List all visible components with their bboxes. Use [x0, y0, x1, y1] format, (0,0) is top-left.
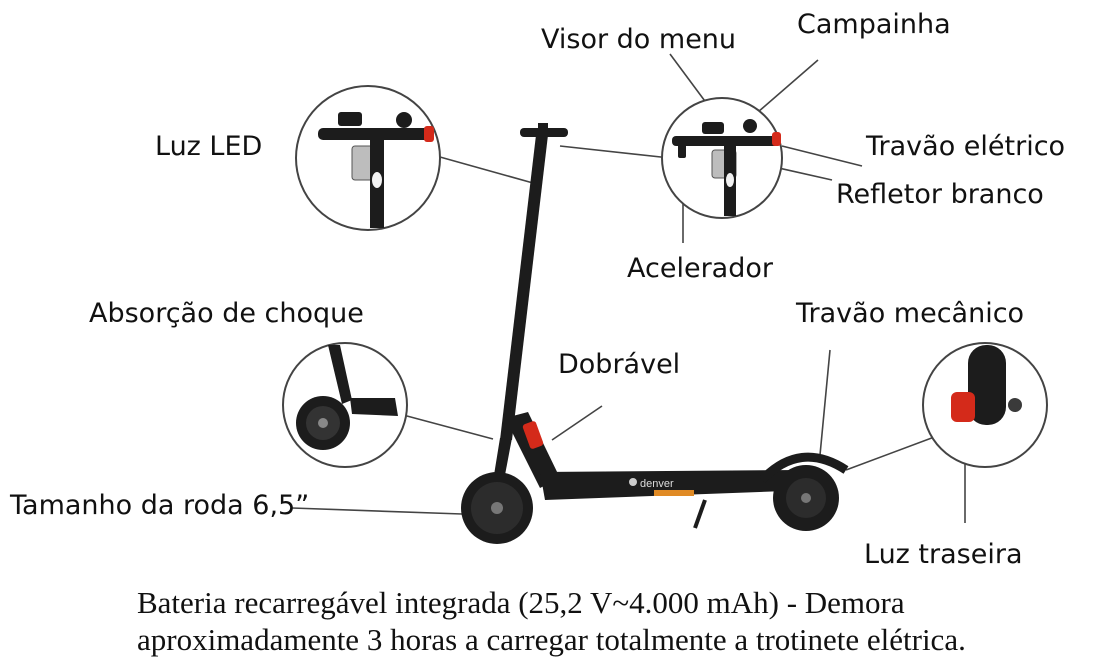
detail-axle [1008, 398, 1022, 412]
detail-bell [396, 112, 412, 128]
label-foldable: Dobrável [558, 349, 681, 380]
leader-line-led [439, 156, 534, 184]
callout-rear-light [922, 342, 1048, 468]
rear-fender [758, 452, 849, 484]
detail-deck [350, 398, 398, 416]
label-shock-absorption: Absorção de choque [89, 298, 364, 329]
callout-shock-absorption [282, 342, 408, 468]
detail-handlebar [318, 128, 430, 140]
leader-line-shock [391, 411, 494, 440]
callout-handlebar [661, 97, 783, 219]
label-led-light: Luz LED [155, 131, 263, 162]
kickstand [693, 499, 707, 529]
label-rear-light: Luz traseira [864, 539, 1023, 570]
detail-rear-wheel [968, 345, 1006, 425]
leader-line-mech-brake [819, 349, 831, 456]
scooter-body: denver [461, 123, 849, 544]
front-wheel-hub [491, 502, 503, 514]
led-light-icon [372, 172, 382, 188]
leader-line-foldable [551, 405, 603, 441]
led-light-icon [726, 173, 734, 187]
callout-led-light [295, 85, 441, 231]
label-accelerator: Acelerador [627, 253, 773, 284]
label-wheel-size: Tamanho da roda 6,5” [10, 490, 310, 521]
caption-line-1: Bateria recarregável integrada (25,2 V~4… [137, 585, 905, 620]
detail-bell [743, 119, 757, 133]
leader-line-electric-brake [781, 145, 863, 167]
stem [500, 135, 548, 440]
rear-wheel-hub [801, 493, 811, 503]
label-white-reflector: Refletor branco [836, 179, 1044, 210]
folding-latch [522, 421, 544, 449]
leader-line-bell [757, 59, 819, 113]
label-mechanical-brake: Travão mecânico [796, 298, 1025, 329]
detail-handlebar [672, 136, 780, 146]
leader-line-wheel-size [291, 507, 463, 515]
detail-brake-lever [772, 132, 781, 146]
deck-sticker [654, 490, 694, 496]
detail-display [702, 122, 724, 134]
detail-brake-lever [424, 126, 434, 142]
label-electric-brake: Travão elétrico [866, 131, 1066, 162]
detail-fork [328, 345, 352, 404]
battery-caption: Bateria recarregável integrada (25,2 V~4… [137, 584, 1087, 658]
label-bell: Campainha [797, 9, 951, 40]
deck-logo-icon [629, 478, 637, 486]
detail-accelerator [678, 144, 686, 158]
rear-light-icon [951, 392, 975, 422]
detail-display [338, 112, 362, 126]
detail-wheel-hub [318, 418, 328, 428]
deck [540, 470, 812, 500]
deck-brand: denver [640, 478, 674, 490]
folding-joint [505, 412, 560, 488]
label-menu-display: Visor do menu [541, 24, 737, 55]
leader-line-rear-detail [845, 435, 938, 471]
handlebar-clamp [538, 123, 548, 133]
caption-line-2: aproximadamente 3 horas a carregar total… [137, 622, 966, 657]
leader-line-handlebar [559, 145, 671, 159]
